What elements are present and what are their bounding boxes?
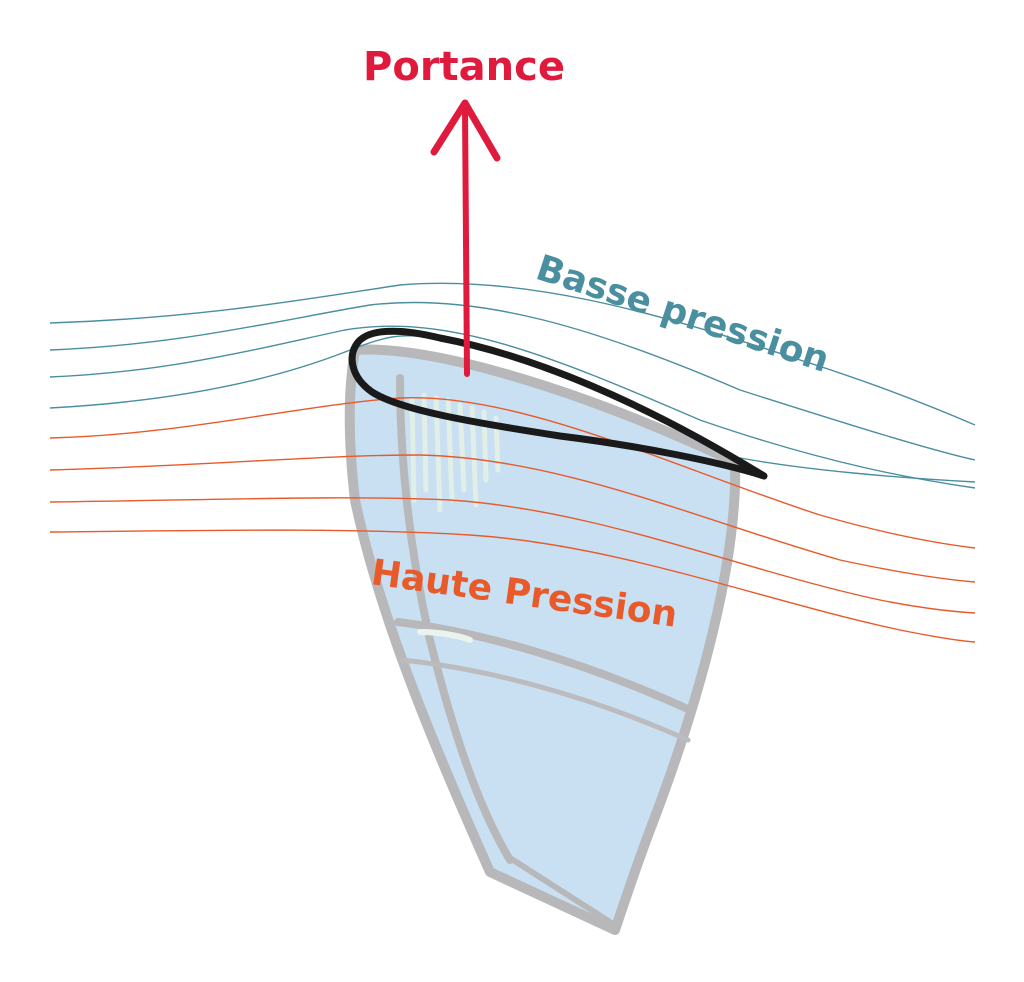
- wing-band-upper: [394, 618, 694, 714]
- wing-band-lower: [399, 657, 691, 743]
- lift-arrow-head: [430, 99, 501, 162]
- streamlines-low-pressure: [49, 282, 976, 489]
- low-pressure-label: Basse pression: [531, 248, 834, 381]
- wing-ridge-line: [396, 374, 514, 864]
- airfoil-outline: [348, 327, 768, 480]
- wing-band-highlight: [417, 629, 473, 643]
- lift-arrow-shaft: [462, 105, 470, 377]
- wing-tip-edge: [507, 855, 613, 925]
- wing-blade-body: [344, 344, 741, 935]
- lift-arrow: [430, 99, 501, 377]
- streamlines-high-pressure: [49, 396, 976, 643]
- lift-label: Portance: [363, 44, 565, 90]
